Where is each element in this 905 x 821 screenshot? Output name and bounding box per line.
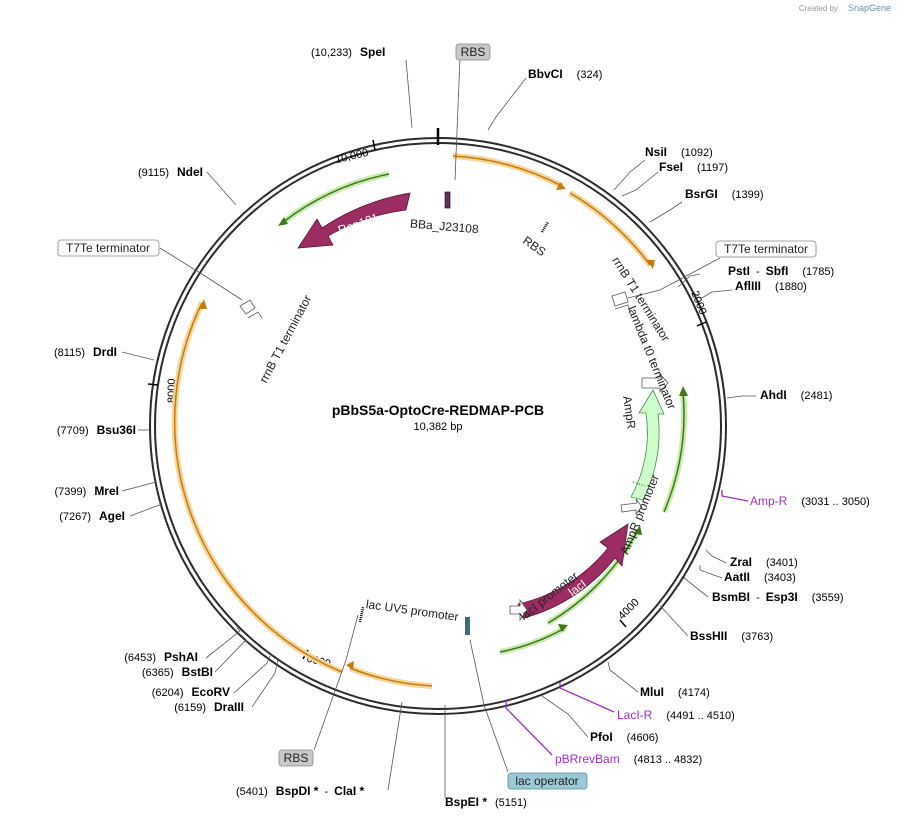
bba-j23108-label: BBa_J23108 [410, 216, 480, 236]
site-afliii[interactable]: AflIII(1880) [735, 279, 807, 293]
site-zrai[interactable]: ZraI(3401) [730, 555, 798, 569]
ampr-dotted [632, 481, 646, 487]
site-fsei[interactable]: FseI(1197) [659, 160, 728, 174]
site-psti-sbfi[interactable]: PstI-SbfI(1785) [728, 264, 834, 278]
ampr-promoter-marker [620, 498, 643, 516]
tick-2000 [696, 321, 707, 327]
green-arc-bottom [499, 625, 567, 655]
laci-feature[interactable] [517, 523, 629, 619]
lac-uv5-promoter-label: lac UV5 promoter [365, 597, 459, 624]
orf-orange-arcs [171, 153, 653, 689]
site-bspdi-clai[interactable]: (5401)BspDI *-ClaI * [236, 784, 364, 798]
rep101-feature[interactable] [297, 192, 411, 249]
site-pshai[interactable]: (6453)PshAI [124, 650, 198, 664]
t7te-left-label: T7Te terminator [66, 241, 150, 255]
site-ndei[interactable]: (9115)NdeI [138, 165, 203, 179]
site-bsshii[interactable]: BssHII(3763) [690, 629, 773, 643]
lac-operator-marker[interactable] [465, 617, 470, 635]
primer-laci-r[interactable]: LacI-R(4491 .. 4510) [617, 708, 735, 722]
site-bspei[interactable]: BspEI *(5151) [445, 795, 527, 809]
site-bstbi[interactable]: (6365)BstBI [142, 665, 213, 679]
primer-marks [505, 490, 749, 756]
arrowhead-top [556, 182, 566, 190]
t7te-right-box[interactable]: T7Te terminator [715, 240, 817, 258]
site-draiii[interactable]: (6159)DraIII [174, 700, 244, 714]
orf-arc-right-upper [568, 190, 653, 267]
rbs-marker-top [540, 221, 550, 233]
orf-orange-arrowheads [199, 182, 655, 670]
orf-arc-bottom [348, 665, 433, 689]
terminator-right [611, 291, 631, 313]
site-agei[interactable]: (7267)AgeI [59, 509, 125, 523]
site-mrei[interactable]: (7399)MreI [55, 484, 119, 498]
rrnb-t1-terminator-left-label: rrnB T1 terminator [256, 293, 314, 385]
site-mlui[interactable]: MluI(4174) [640, 685, 710, 699]
lac-operator-box[interactable]: lac operator [507, 772, 588, 790]
tick-10000 [372, 139, 376, 151]
rbs-bottom-box[interactable]: RBS [278, 749, 314, 767]
rbs-top-box[interactable]: RBS [455, 43, 491, 61]
t7te-left-box[interactable]: T7Te terminator [57, 239, 160, 257]
laci-promoter-marker [509, 598, 528, 622]
tick-label-4000: 4000 [616, 596, 642, 622]
site-bbvci[interactable]: BbvCI(324) [528, 67, 602, 81]
rbs-bottom-label: RBS [284, 751, 309, 765]
t7te-right-label: T7Te terminator [724, 242, 808, 256]
scale-ticks [147, 139, 707, 660]
site-spei[interactable]: (10,233)SpeI [311, 45, 385, 59]
boxed-leaders [159, 57, 721, 773]
ampr-label: AmpR [620, 395, 639, 430]
site-ahdi[interactable]: AhdI(2481) [760, 388, 832, 402]
ampr-feature[interactable] [630, 389, 665, 501]
snapgene-logo: SnapGene [848, 3, 891, 13]
rbs-marker-bottom [358, 606, 365, 623]
lambda-t0-marker [641, 372, 669, 394]
watermark-text: Created by [799, 4, 838, 13]
primer-pbrrevbam[interactable]: pBRrevBam(4813 .. 4832) [555, 752, 702, 766]
site-pfoi[interactable]: PfoI(4606) [590, 730, 658, 744]
site-aatii[interactable]: AatII(3403) [724, 570, 796, 584]
arrowhead-bottom [346, 661, 354, 670]
rbs-label-inner: RBS [520, 233, 548, 259]
tick-8000 [147, 383, 159, 386]
plasmid-size: 10,382 bp [414, 421, 463, 433]
rbs-top-label: RBS [461, 45, 486, 59]
bba-j23108-marker[interactable] [444, 191, 451, 209]
tick-4000 [619, 619, 627, 628]
site-bsmbi-esp3i[interactable]: BsmBI-Esp3I(3559) [712, 590, 844, 604]
tick-label-2000: 2000 [688, 289, 708, 316]
orf-green-arrowheads [278, 217, 688, 632]
tick-label-10000: 10,000 [334, 147, 369, 166]
site-drdi[interactable]: (8115)DrdI [54, 345, 117, 359]
site-nsii[interactable]: NsiI(1092) [645, 145, 713, 159]
terminator-left [239, 299, 263, 319]
site-ecorv[interactable]: (6204)EcoRV [152, 685, 230, 699]
lac-operator-label: lac operator [515, 774, 578, 788]
arrowhead-left [199, 299, 207, 309]
site-bsu36i[interactable]: (7709)Bsu36I [57, 423, 136, 437]
site-bsrgi[interactable]: BsrGI(1399) [685, 187, 763, 201]
plasmid-name: pBbS5a-OptoCre-REDMAP-PCB [332, 402, 544, 418]
orf-arc-top [452, 153, 564, 189]
primer-amp-r[interactable]: Amp-R(3031 .. 3050) [750, 494, 870, 508]
arrowhead-right [647, 260, 655, 269]
site-leaders [121, 59, 756, 798]
